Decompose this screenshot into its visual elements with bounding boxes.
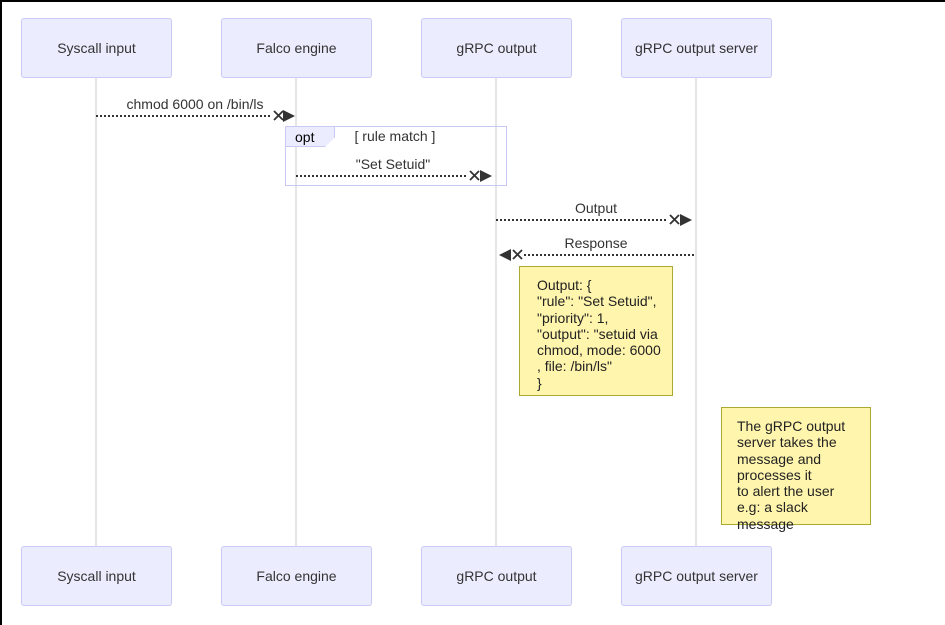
actor-label: Falco engine	[256, 568, 337, 584]
message-label-output: Output	[574, 200, 618, 216]
arrowhead-icon-output	[680, 214, 692, 226]
actor-bottom-falco-engine: Falco engine	[221, 546, 372, 606]
actor-label: Syscall input	[57, 568, 136, 584]
actor-bottom-grpc-output-server: gRPC output server	[621, 546, 772, 606]
actor-label: gRPC output server	[635, 40, 758, 56]
actor-top-falco-engine: Falco engine	[221, 18, 372, 78]
actor-label: gRPC output server	[635, 568, 758, 584]
arrowhead-icon-response	[499, 249, 511, 261]
actor-label: Falco engine	[256, 40, 337, 56]
arrowhead-icon-set-setuid	[480, 170, 492, 182]
message-label-chmod: chmod 6000 on /bin/ls	[126, 96, 264, 112]
arrowhead-icon-chmod	[283, 110, 295, 122]
actor-bottom-syscall-input: Syscall input	[21, 546, 172, 606]
actor-top-grpc-output: gRPC output	[421, 18, 572, 78]
actor-label: Syscall input	[57, 40, 136, 56]
cross-icon-set-setuid	[469, 170, 480, 181]
actor-label: gRPC output	[456, 40, 537, 56]
actor-bottom-grpc-output: gRPC output	[421, 546, 572, 606]
note-grpc-server: The gRPC output server takes the message…	[721, 407, 871, 532]
actor-top-grpc-output-server: gRPC output server	[621, 18, 772, 78]
opt-fragment-condition: [ rule match ]	[354, 128, 436, 144]
note-output-json: Output: { "rule": "Set Setuid", "priorit…	[519, 266, 673, 396]
cross-icon-chmod	[273, 110, 284, 121]
actor-top-syscall-input: Syscall input	[21, 18, 172, 78]
opt-fragment-tab: opt	[285, 126, 335, 147]
message-label-set-setuid: "Set Setuid"	[355, 156, 431, 172]
cross-icon-response	[512, 249, 523, 260]
cross-icon-output	[669, 214, 680, 225]
actor-label: gRPC output	[456, 568, 537, 584]
message-label-response: Response	[564, 235, 628, 251]
opt-fragment-frame	[285, 126, 507, 186]
